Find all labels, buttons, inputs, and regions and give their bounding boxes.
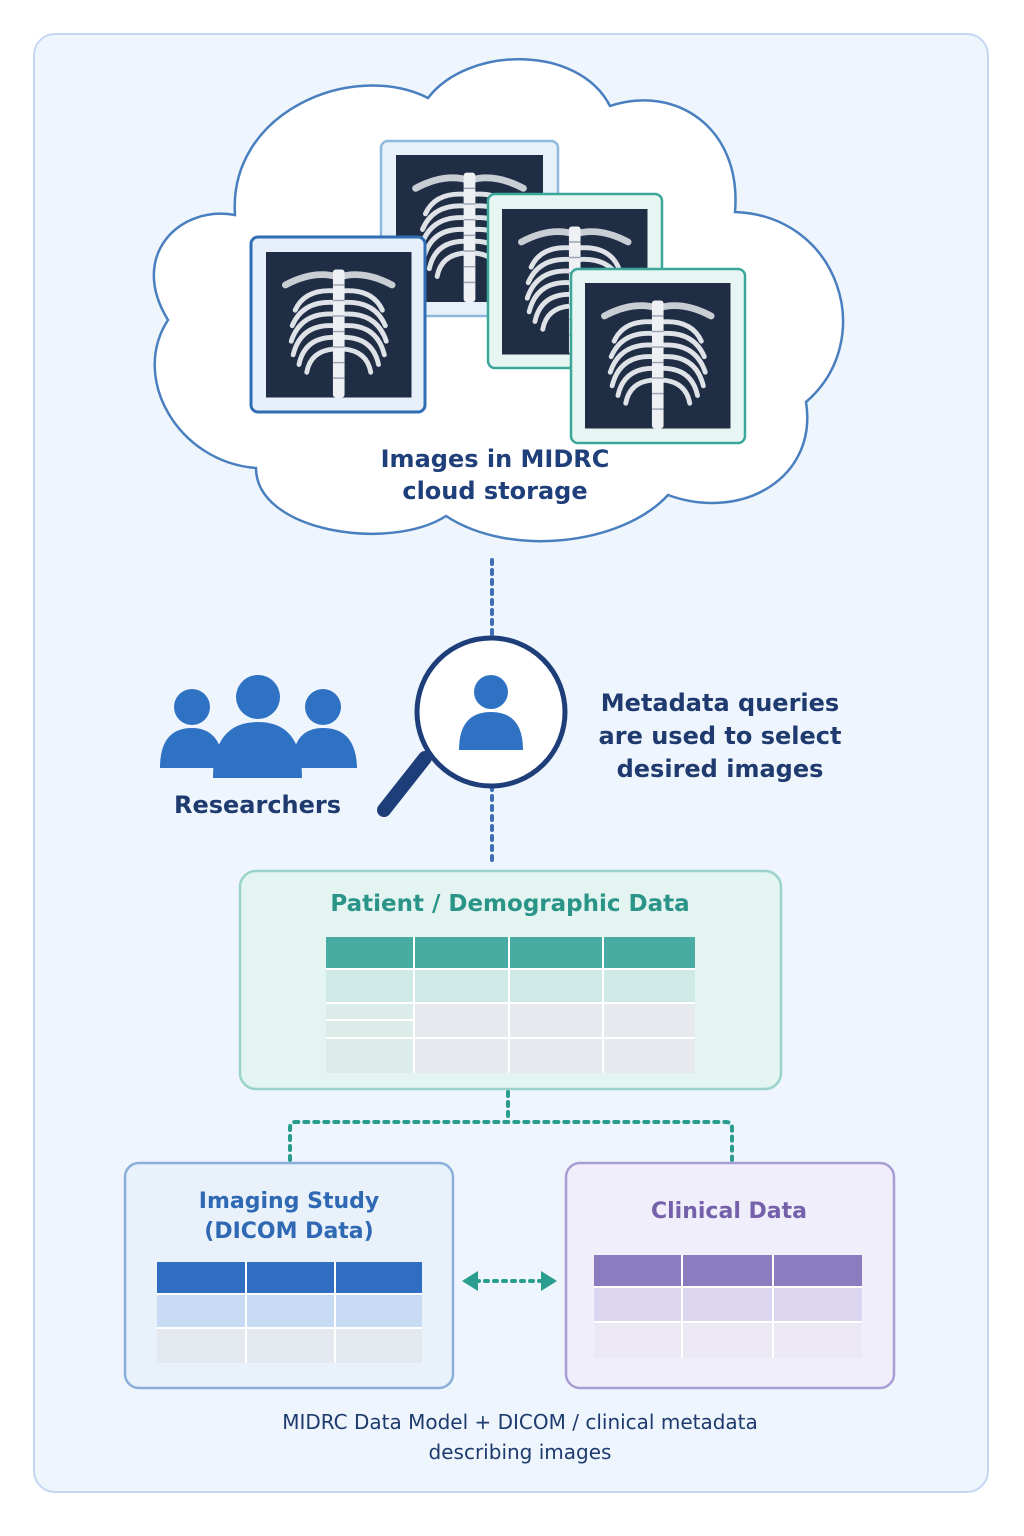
group-people-icon — [160, 675, 357, 778]
caption-line1: MIDRC Data Model + DICOM / clinical meta… — [282, 1410, 758, 1434]
imaging-title-line1: Imaging Study — [198, 1189, 380, 1214]
diagram-caption: MIDRC Data Model + DICOM / clinical meta… — [200, 1407, 840, 1467]
query-line2: are used to select — [598, 722, 842, 750]
query-description: Metadata queries are used to select desi… — [580, 687, 860, 786]
query-line3: desired images — [616, 755, 824, 783]
caption-line2: describing images — [428, 1440, 612, 1464]
bidirectional-arrow-icon — [462, 1271, 557, 1291]
imaging-study-title: Imaging Study (DICOM Data) — [125, 1187, 453, 1247]
xray-image-1 — [249, 235, 427, 414]
cloud-title: Images in MIDRC cloud storage — [340, 443, 650, 507]
query-line1: Metadata queries — [600, 689, 840, 717]
cloud-title-line1: Images in MIDRC — [380, 445, 610, 473]
xray-image-4 — [569, 267, 747, 445]
researchers-label: Researchers — [173, 791, 342, 819]
patient-data-table — [326, 937, 695, 1073]
imaging-title-line2: (DICOM Data) — [204, 1219, 374, 1244]
magnifier-person-icon — [377, 635, 568, 817]
patient-data-title: Patient / Demographic Data — [330, 891, 690, 917]
clinical-data-table — [594, 1255, 862, 1358]
connector-patient-tree — [288, 1090, 734, 1162]
imaging-study-table — [157, 1262, 422, 1363]
cloud-title-line2: cloud storage — [402, 477, 588, 505]
clinical-data-title: Clinical Data — [651, 1199, 807, 1224]
